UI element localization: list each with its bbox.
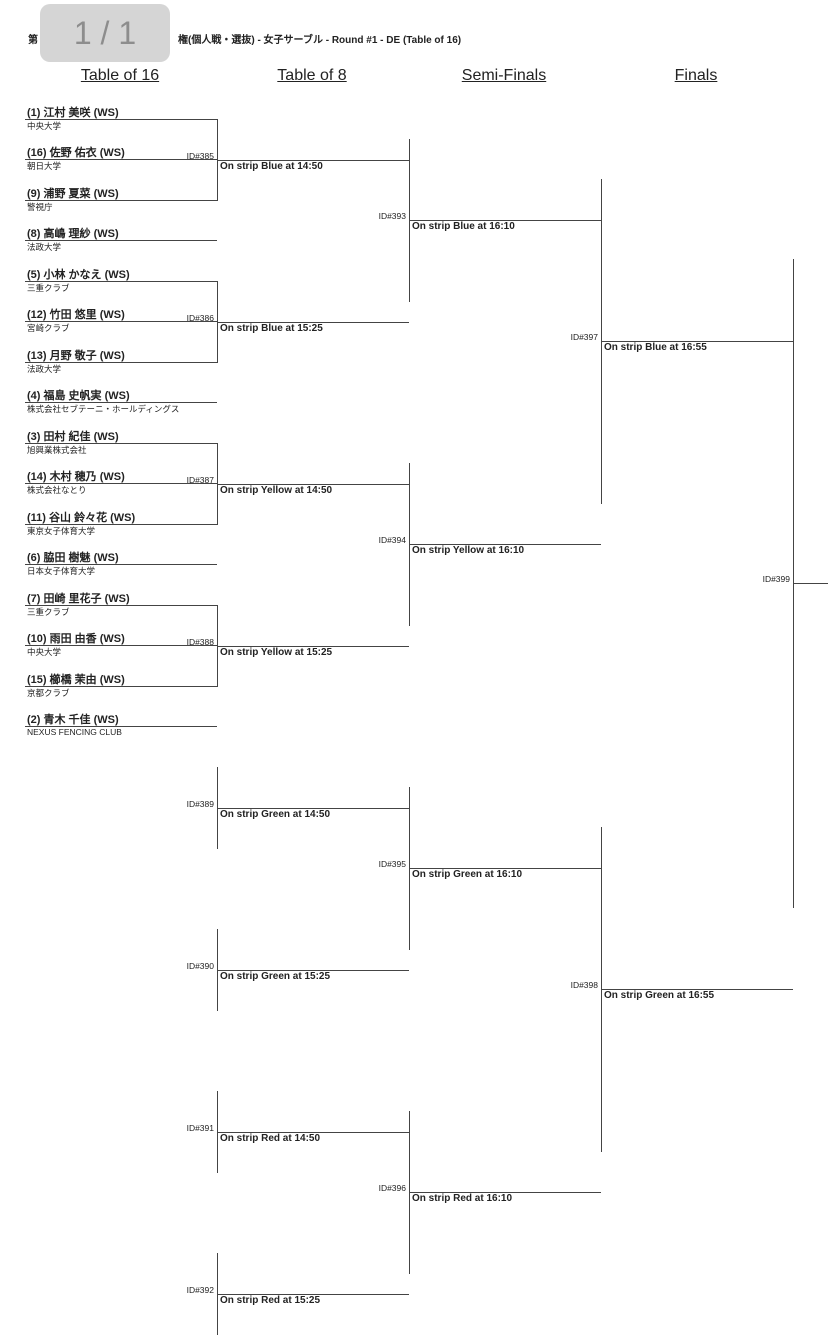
header-table-of-16: Table of 16 bbox=[80, 67, 160, 84]
match-strip-time: On strip Blue at 16:10 bbox=[412, 221, 515, 232]
match-id: ID#396 bbox=[378, 1183, 406, 1193]
match-id: ID#391 bbox=[186, 1122, 214, 1133]
bracket-line bbox=[217, 645, 409, 647]
fencer-club: 朝日大学 bbox=[27, 161, 62, 171]
match-strip-time: On strip Yellow at 15:25 bbox=[220, 646, 333, 658]
bracket-line bbox=[25, 281, 217, 282]
fencer-name: (1) 江村 美咲 (WS) bbox=[27, 107, 119, 119]
fencer-name: (9) 浦野 夏菜 (WS) bbox=[27, 188, 119, 200]
fencer-name: (7) 田崎 里花子 (WS) bbox=[27, 593, 130, 605]
bracket-line bbox=[25, 564, 217, 565]
match-id: ID#399 bbox=[762, 574, 790, 584]
fencer-name: (6) 脇田 樹魅 (WS) bbox=[27, 552, 119, 564]
fencer-club: 京都クラブ bbox=[27, 688, 70, 698]
bracket-line bbox=[601, 341, 793, 342]
title-prefix: 第 bbox=[28, 35, 38, 46]
fencer-name: (14) 木村 穂乃 (WS) bbox=[27, 471, 125, 483]
bracket-line bbox=[25, 524, 217, 525]
bracket-line bbox=[217, 321, 409, 323]
bracket-line bbox=[25, 362, 217, 363]
fencer-club: NEXUS FENCING CLUB bbox=[27, 727, 122, 737]
fencer-club: 宮崎クラブ bbox=[27, 323, 70, 333]
fencer-name: (16) 佐野 佑衣 (WS) bbox=[27, 147, 125, 159]
match-id: ID#388 bbox=[186, 636, 214, 647]
match-strip-time: On strip Blue at 15:25 bbox=[220, 322, 323, 334]
bracket-line bbox=[217, 483, 409, 485]
fencer-club: 法政大学 bbox=[27, 242, 62, 252]
match-strip-time: On strip Green at 16:10 bbox=[412, 869, 523, 880]
fencer-name: (12) 竹田 悠里 (WS) bbox=[27, 309, 125, 321]
fencer-club: 中央大学 bbox=[27, 647, 62, 657]
match-id: ID#392 bbox=[186, 1284, 214, 1295]
page-indicator: 1 / 1 bbox=[40, 4, 170, 62]
page-title: 権(個人戦・選抜) - 女子サーブル - Round #1 - DE (Tabl… bbox=[178, 35, 462, 46]
fencer-name: (11) 谷山 鈴々花 (WS) bbox=[27, 512, 136, 524]
match-id: ID#385 bbox=[186, 150, 214, 161]
bracket-line bbox=[25, 645, 217, 646]
match-id: ID#390 bbox=[186, 960, 214, 971]
match-id: ID#395 bbox=[378, 859, 406, 869]
bracket-line bbox=[25, 726, 217, 727]
bracket-line bbox=[25, 483, 217, 484]
header-finals: Finals bbox=[674, 67, 718, 84]
match-id: ID#386 bbox=[186, 312, 214, 323]
fencer-name: (13) 月野 敬子 (WS) bbox=[27, 350, 125, 362]
match-id: ID#398 bbox=[570, 980, 598, 990]
match-strip-time: On strip Blue at 14:50 bbox=[220, 160, 323, 172]
fencer-club: 三重クラブ bbox=[27, 607, 70, 617]
match-strip-time: On strip Green at 15:25 bbox=[220, 970, 331, 982]
match-strip-time: On strip Red at 14:50 bbox=[220, 1132, 321, 1144]
match-strip-time: On strip Red at 16:10 bbox=[412, 1193, 513, 1204]
fencer-club: 東京女子体育大学 bbox=[27, 526, 96, 536]
bracket-line bbox=[793, 583, 828, 584]
fencer-club: 株式会社セブテーニ・ホールディングス bbox=[27, 404, 180, 414]
bracket-line bbox=[25, 200, 217, 201]
fencer-club: 株式会社なとり bbox=[27, 485, 87, 495]
header-semi-finals: Semi-Finals bbox=[461, 67, 547, 84]
bracket-line bbox=[25, 119, 217, 120]
fencer-club: 三重クラブ bbox=[27, 283, 70, 293]
match-strip-time: On strip Green at 16:55 bbox=[604, 990, 715, 1001]
match-id: ID#393 bbox=[378, 211, 406, 221]
fencer-name: (5) 小林 かなえ (WS) bbox=[27, 269, 130, 281]
bracket-line bbox=[25, 402, 217, 403]
bracket-line bbox=[217, 159, 409, 161]
fencer-name: (8) 高嶋 理紗 (WS) bbox=[27, 228, 119, 240]
match-strip-time: On strip Red at 15:25 bbox=[220, 1294, 321, 1306]
fencer-club: 法政大学 bbox=[27, 364, 62, 374]
bracket-line bbox=[25, 605, 217, 606]
fencer-club: 旭興業株式会社 bbox=[27, 445, 87, 455]
fencer-name: (4) 福島 史帆実 (WS) bbox=[27, 390, 130, 402]
match-id: ID#389 bbox=[186, 798, 214, 809]
fencer-club: 警視庁 bbox=[27, 202, 53, 212]
bracket-line bbox=[409, 220, 601, 221]
bracket-line bbox=[25, 443, 217, 444]
match-strip-time: On strip Yellow at 14:50 bbox=[220, 484, 333, 496]
fencer-name: (2) 青木 千佳 (WS) bbox=[27, 714, 119, 726]
fencer-name: (3) 田村 紀佳 (WS) bbox=[27, 431, 119, 443]
match-strip-time: On strip Green at 14:50 bbox=[220, 808, 331, 820]
bracket-line bbox=[409, 544, 601, 545]
match-id: ID#387 bbox=[186, 474, 214, 485]
fencer-name: (10) 雨田 由香 (WS) bbox=[27, 633, 125, 645]
fencer-club: 日本女子体育大学 bbox=[27, 566, 96, 576]
match-strip-time: On strip Yellow at 16:10 bbox=[412, 545, 525, 556]
header-table-of-8: Table of 8 bbox=[277, 67, 347, 84]
bracket-line bbox=[25, 159, 217, 160]
bracket-line bbox=[25, 240, 217, 241]
fencer-club: 中央大学 bbox=[27, 121, 62, 131]
match-id: ID#397 bbox=[570, 332, 598, 342]
bracket-line bbox=[25, 686, 217, 687]
match-id: ID#394 bbox=[378, 535, 406, 545]
match-strip-time: On strip Blue at 16:55 bbox=[604, 342, 707, 353]
bracket-line bbox=[25, 321, 217, 322]
fencer-name: (15) 櫛橋 茉由 (WS) bbox=[27, 674, 125, 686]
